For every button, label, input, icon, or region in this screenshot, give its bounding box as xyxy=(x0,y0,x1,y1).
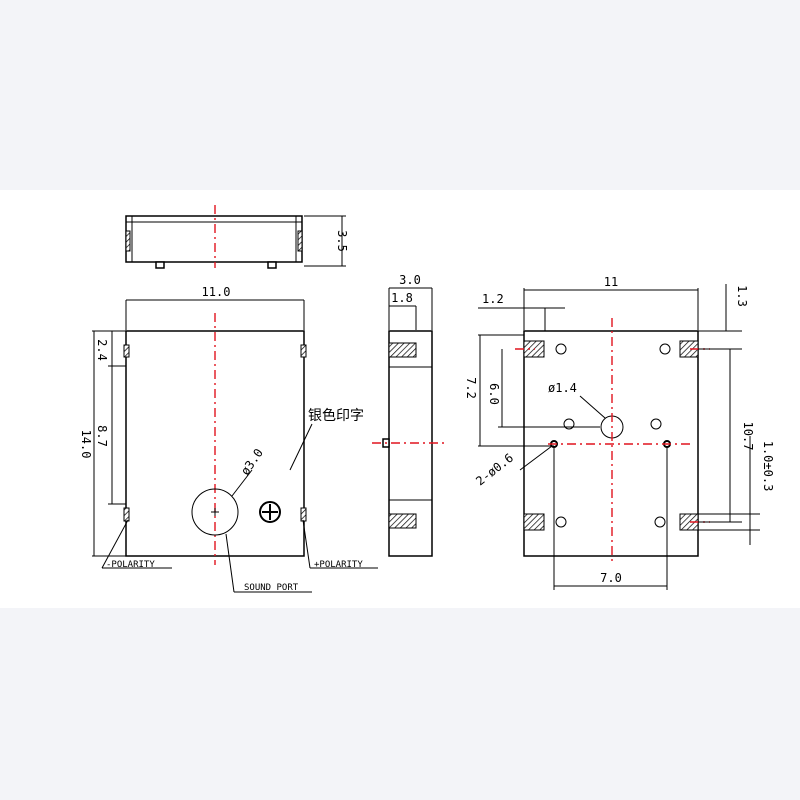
plus-circle-icon xyxy=(259,501,281,523)
label-sound-port: SOUND PORT xyxy=(244,583,299,593)
back-view: 11 1.2 1.3 7.2 6 xyxy=(464,275,775,590)
dim-side-depth: 3.0 xyxy=(399,273,421,287)
side-view: 3.0 1.8 xyxy=(372,273,445,557)
dim-back-pad-height: 1.0±0.3 xyxy=(761,441,775,492)
dim-back-bottom-width: 7.0 xyxy=(600,571,622,585)
dim-front-height: 14.0 xyxy=(79,430,93,459)
dim-back-left-offset: 1.2 xyxy=(482,292,504,306)
label-minus-polarity: -POLARITY xyxy=(106,560,155,570)
dim-back-pin-holes: 2-ø0.6 xyxy=(473,451,516,489)
dim-top-height: 3.5 xyxy=(335,230,349,252)
dim-back-height-a: 7.2 xyxy=(464,377,478,399)
dim-back-top-offset: 1.3 xyxy=(735,285,749,307)
dim-front-side-height: 8.7 xyxy=(95,425,109,447)
dim-back-right-height: 10.7 xyxy=(741,422,755,451)
dim-back-width: 11 xyxy=(604,275,618,289)
dim-back-height-b: 6.0 xyxy=(487,383,501,405)
front-view: 11.0 ø3.0 14.0 2.4 8.7 银色印字 xyxy=(79,285,378,593)
top-view: 3.5 xyxy=(125,205,349,269)
dim-side-inner: 1.8 xyxy=(391,291,413,305)
dim-front-top-offset: 2.4 xyxy=(95,339,109,361)
dim-front-width: 11.0 xyxy=(202,285,231,299)
label-plus-polarity: +POLARITY xyxy=(314,560,363,570)
dim-back-hole-dia: ø1.4 xyxy=(548,381,577,395)
label-silver-print: 银色印字 xyxy=(308,407,364,424)
